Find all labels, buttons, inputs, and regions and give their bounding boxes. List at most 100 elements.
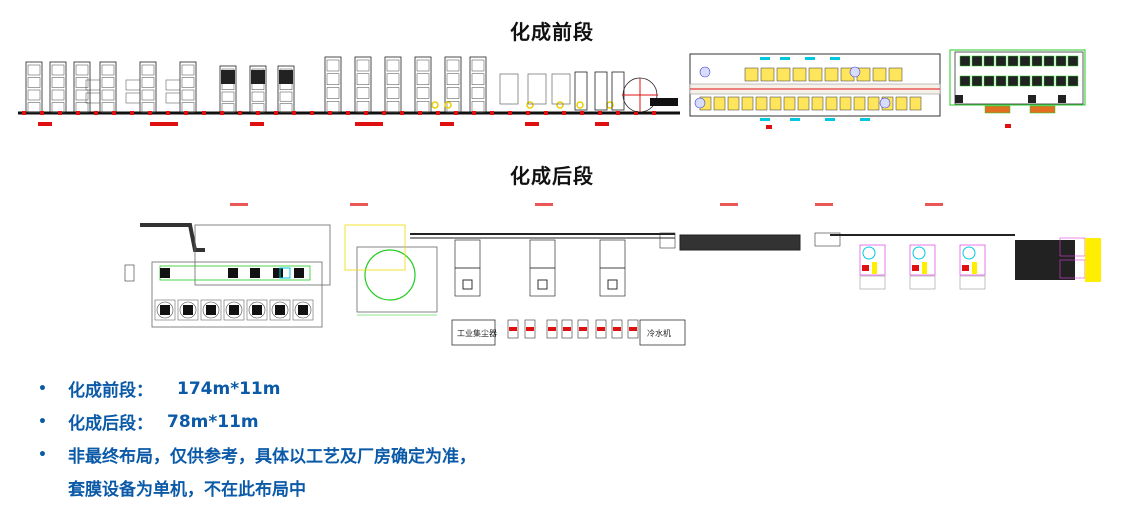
buffer-frame bbox=[527, 73, 547, 105]
front-section-title: 化成前段 bbox=[510, 20, 594, 44]
machine-unit bbox=[219, 65, 237, 113]
robot-icon bbox=[431, 101, 439, 109]
aging-cell bbox=[1067, 55, 1079, 67]
aging-cell bbox=[1031, 55, 1043, 67]
formation-cell bbox=[839, 96, 852, 111]
aging-cell bbox=[1007, 55, 1019, 67]
dust-collector-box bbox=[451, 319, 496, 346]
conveyor-marker bbox=[616, 111, 620, 115]
conveyor-marker bbox=[346, 111, 350, 115]
formation-cell bbox=[895, 96, 908, 111]
conveyor-marker bbox=[508, 111, 512, 115]
note-item: • 化成前段： 174m*11m bbox=[38, 372, 476, 405]
bullet-icon: • bbox=[38, 380, 47, 397]
control-cabinet bbox=[507, 319, 519, 339]
station-label bbox=[535, 203, 553, 206]
conveyor-marker bbox=[382, 111, 386, 115]
loader bbox=[1029, 105, 1056, 114]
note-value: 174m*11m bbox=[177, 378, 281, 399]
aging-cell bbox=[1007, 75, 1019, 87]
control-cabinet bbox=[524, 319, 536, 339]
formation-cell bbox=[776, 67, 791, 82]
aging-cell bbox=[959, 55, 971, 67]
note-label: 化成前段： bbox=[68, 381, 153, 401]
dust-collector-label: 工业集尘器 bbox=[457, 329, 497, 338]
conveyor-marker bbox=[256, 111, 260, 115]
fan-unit bbox=[223, 299, 245, 321]
fixture-icon bbox=[849, 66, 861, 78]
formation-cell bbox=[769, 96, 782, 111]
conveyor-marker bbox=[310, 111, 314, 115]
conveyor-marker bbox=[166, 111, 170, 115]
conveyor-marker bbox=[562, 111, 566, 115]
cell-area bbox=[194, 224, 331, 286]
station-label bbox=[150, 122, 178, 126]
back-section-title: 化成后段 bbox=[510, 164, 594, 188]
coating-machine bbox=[599, 239, 626, 297]
formation-cell bbox=[797, 96, 810, 111]
chiller-label: 冷水机 bbox=[647, 329, 671, 338]
conveyor-marker bbox=[580, 111, 584, 115]
fan-unit bbox=[292, 299, 314, 321]
conveyor-marker bbox=[40, 111, 44, 115]
station-label bbox=[230, 203, 248, 206]
aging-cell bbox=[995, 55, 1007, 67]
aging-cell bbox=[1055, 75, 1067, 87]
conveyor-marker bbox=[472, 111, 476, 115]
formation-cell bbox=[811, 96, 824, 111]
aging-cell bbox=[1043, 75, 1055, 87]
conveyor-marker bbox=[58, 111, 62, 115]
robot-icon bbox=[556, 101, 564, 109]
formation-cell bbox=[760, 67, 775, 82]
station-label bbox=[350, 203, 368, 206]
machine-unit bbox=[49, 61, 67, 113]
tower-unit bbox=[574, 71, 588, 111]
tower-unit bbox=[594, 71, 608, 111]
conveyor-marker bbox=[526, 111, 530, 115]
formation-cell bbox=[713, 96, 726, 111]
formation-cell bbox=[755, 96, 768, 111]
layout-drawings bbox=[18, 49, 1101, 346]
aging-cell bbox=[1055, 55, 1067, 67]
conveyor-marker bbox=[148, 111, 152, 115]
coating-machine bbox=[454, 239, 481, 297]
loader bbox=[984, 105, 1011, 114]
formation-cell bbox=[872, 67, 887, 82]
formation-cell bbox=[783, 96, 796, 111]
fixture-icon bbox=[879, 97, 891, 109]
formation-cell bbox=[909, 96, 922, 111]
packing-machine bbox=[959, 244, 986, 290]
cyan-label bbox=[830, 57, 840, 60]
aging-cell bbox=[971, 75, 983, 87]
fan-unit bbox=[177, 299, 199, 321]
aging-cell bbox=[1031, 75, 1043, 87]
station-label bbox=[250, 122, 264, 126]
conveyor-marker bbox=[94, 111, 98, 115]
machine-unit bbox=[444, 56, 462, 113]
aging-block bbox=[949, 49, 1086, 106]
conveyor-marker bbox=[220, 111, 224, 115]
conveyor-marker bbox=[544, 111, 548, 115]
aging-cell bbox=[1019, 55, 1031, 67]
formation-machine-block bbox=[689, 53, 941, 117]
conveyor-marker bbox=[400, 111, 404, 115]
machine-unit bbox=[277, 65, 295, 113]
control-cabinet bbox=[611, 319, 623, 339]
buffer-frame bbox=[499, 73, 519, 105]
machine-unit bbox=[125, 61, 157, 113]
cleaning-machine bbox=[679, 234, 801, 251]
aging-cell bbox=[1019, 75, 1031, 87]
station-label bbox=[925, 203, 943, 206]
machine-unit bbox=[354, 56, 372, 113]
conveyor-marker bbox=[490, 111, 494, 115]
fixture-icon bbox=[694, 97, 706, 109]
cyan-label bbox=[825, 118, 835, 121]
conveyor-marker bbox=[76, 111, 80, 115]
conveyor-marker bbox=[184, 111, 188, 115]
fan-unit bbox=[154, 299, 176, 321]
machine-unit bbox=[73, 61, 91, 113]
fan-unit bbox=[246, 299, 268, 321]
station-label bbox=[355, 122, 383, 126]
station-label bbox=[525, 122, 539, 126]
control-cabinet bbox=[595, 319, 607, 339]
